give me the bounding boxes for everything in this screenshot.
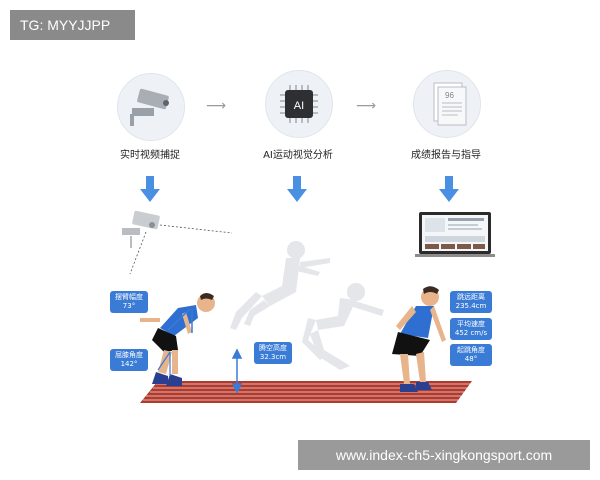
air-height-label: 腾空高度 <box>259 344 287 352</box>
watermark-tag: TG: MYYJJPP <box>10 10 135 40</box>
arm-angle-value: 73° <box>122 302 136 310</box>
arm-angle-box: 摆臂幅度 73° <box>110 291 148 313</box>
speed-box: 平均速度 452 cm/s <box>450 318 492 340</box>
air-height-box: 腾空高度 32.3cm <box>254 342 292 364</box>
ghost-athlete-takeoff <box>230 241 330 330</box>
athlete-crouch <box>140 293 215 386</box>
report-laptop <box>415 212 495 257</box>
step-label-report: 成绩报告与指导 <box>411 150 481 161</box>
knee-angle-box: 屈膝角度 142° <box>110 349 148 371</box>
air-height-value: 32.3cm <box>259 353 287 361</box>
distance-value: 235.4cm <box>455 302 487 310</box>
flow-arrow-1: ⟶ <box>206 98 227 114</box>
step-ai-circle: AI <box>265 70 333 138</box>
step-label-analysis: AI运动视觉分析 <box>263 150 333 161</box>
ghost-athlete-flight <box>302 283 384 370</box>
arm-angle-label: 摆臂幅度 <box>115 293 143 301</box>
down-arrow-icon <box>439 176 459 202</box>
step-report-circle: 96 <box>413 70 481 138</box>
knee-angle-label: 屈膝角度 <box>115 351 143 359</box>
speed-value: 452 cm/s <box>454 329 488 337</box>
athlete-landing <box>392 286 446 392</box>
distance-box: 跳远距离 235.4cm <box>450 291 492 313</box>
step-camera-circle <box>117 73 185 141</box>
report-document-icon: 96 <box>433 82 467 126</box>
takeoff-angle-label: 起跳角度 <box>457 346 485 354</box>
security-camera-icon <box>130 88 169 126</box>
takeoff-angle-value: 48° <box>464 355 478 363</box>
distance-label: 跳远距离 <box>457 293 485 301</box>
ai-chip-icon: AI <box>280 85 318 123</box>
report-score-text: 96 <box>445 91 454 100</box>
field-camera <box>122 210 233 275</box>
down-arrow-icon <box>287 176 307 202</box>
height-indicator <box>231 348 243 394</box>
footer-url-banner: www.index-ch5-xingkongsport.com <box>298 440 590 470</box>
running-track <box>140 381 472 403</box>
speed-label: 平均速度 <box>457 320 485 328</box>
ai-chip-text: AI <box>294 100 304 112</box>
down-arrow-icon <box>140 176 160 202</box>
takeoff-angle-box: 起跳角度 48° <box>450 344 492 366</box>
knee-angle-value: 142° <box>120 360 138 368</box>
step-label-capture: 实时视频捕捉 <box>120 150 180 161</box>
flow-arrow-2: ⟶ <box>356 98 377 114</box>
